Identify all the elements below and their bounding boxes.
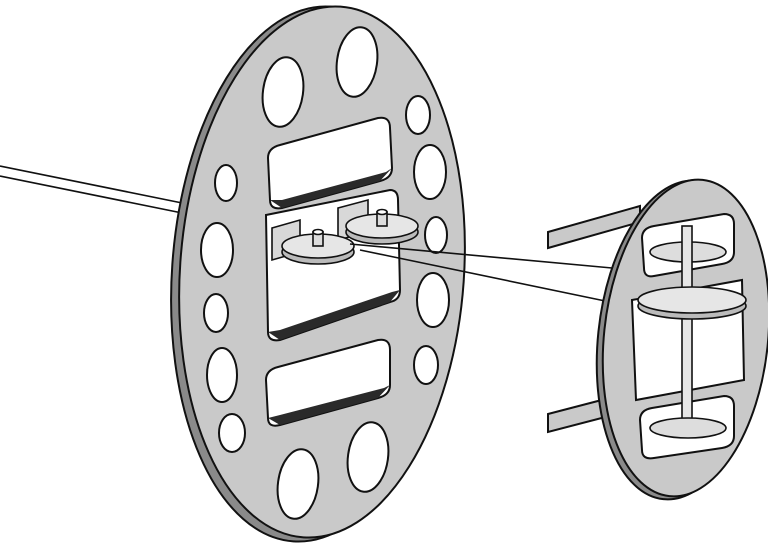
pulley-wheel (649, 417, 727, 439)
large-disc-windows (264, 116, 402, 427)
window-shadows (268, 168, 400, 425)
large-disc-holes (200, 26, 450, 520)
small-disc (547, 178, 768, 501)
large-disc (170, 5, 466, 543)
large-disc-pulleys (271, 198, 419, 265)
incoming-wire (0, 165, 193, 216)
connecting-wires (349, 243, 613, 303)
